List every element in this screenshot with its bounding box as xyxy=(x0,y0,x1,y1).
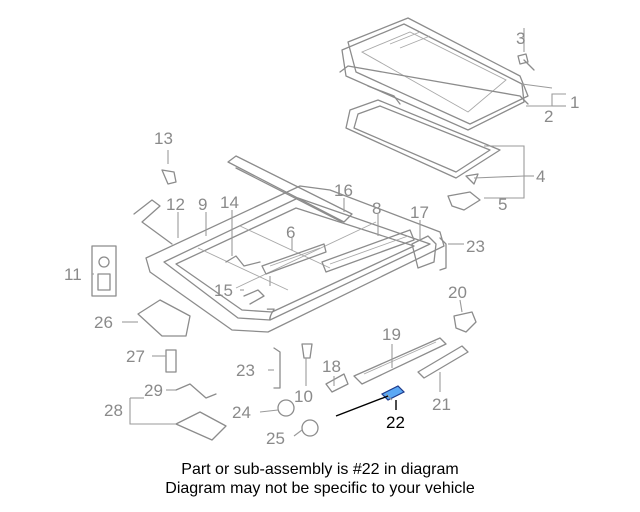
bracket-17[interactable] xyxy=(411,235,437,269)
hose-15[interactable] xyxy=(243,289,265,305)
callout-6: 6 xyxy=(286,223,295,242)
callout-24: 24 xyxy=(232,403,251,422)
highlighted-part-22[interactable] xyxy=(380,385,406,401)
callout-22: 22 xyxy=(386,413,405,432)
cable-29[interactable] xyxy=(175,383,217,399)
callout-29: 29 xyxy=(144,381,163,400)
callout-15: 15 xyxy=(214,281,233,300)
clip-4[interactable] xyxy=(465,173,479,185)
callout-23-upper: 23 xyxy=(466,237,485,256)
glass-seal[interactable] xyxy=(339,65,529,105)
callout-2: 2 xyxy=(544,107,553,126)
callout-26: 26 xyxy=(94,313,113,332)
callout-11: 11 xyxy=(64,265,82,284)
info-banner: Part or sub-assembly is #22 in diagram D… xyxy=(17,458,623,503)
callout-17: 17 xyxy=(410,203,429,222)
callout-23-lower: 23 xyxy=(236,361,255,380)
drain-hose-12[interactable] xyxy=(133,199,173,245)
callout-27: 27 xyxy=(126,347,145,366)
callout-8: 8 xyxy=(372,199,381,218)
plug-18[interactable] xyxy=(325,373,349,393)
callout-1: 1 xyxy=(570,93,579,112)
callout-3: 3 xyxy=(516,29,525,48)
callout-7: 7 xyxy=(266,305,275,324)
glass-panel[interactable] xyxy=(341,17,529,131)
sunroof-parts-diagram: 1 2 3 4 5 6 7 8 9 10 11 12 13 14 15 16 1… xyxy=(64,17,579,448)
grommet-11[interactable] xyxy=(91,245,117,297)
callout-19: 19 xyxy=(382,325,401,344)
crank-handle-28[interactable] xyxy=(175,411,227,441)
rail-16[interactable] xyxy=(227,155,353,223)
callout-13: 13 xyxy=(154,129,173,148)
bracket-20[interactable] xyxy=(453,311,477,333)
callout-4: 4 xyxy=(536,167,545,186)
seal-13[interactable] xyxy=(161,169,177,185)
callout-28: 28 xyxy=(104,401,123,420)
screw-27[interactable] xyxy=(165,349,177,373)
callout-18: 18 xyxy=(322,357,341,376)
guide-rail-8[interactable] xyxy=(321,229,415,273)
deflector-frame[interactable] xyxy=(345,99,501,179)
callout-21: 21 xyxy=(432,395,451,414)
screw-10[interactable] xyxy=(301,343,313,359)
lever-19[interactable] xyxy=(353,337,447,385)
leader-lines xyxy=(92,28,566,437)
plate-25[interactable] xyxy=(301,419,319,437)
motor-26[interactable] xyxy=(137,299,191,337)
callout-5: 5 xyxy=(498,195,507,214)
bracket-5[interactable] xyxy=(447,191,481,211)
callout-12: 12 xyxy=(166,195,185,214)
callout-16: 16 xyxy=(334,181,353,200)
guide-rail-6[interactable] xyxy=(261,243,327,275)
banner-line-1: Part or sub-assembly is #22 in diagram xyxy=(181,461,459,478)
knob-24[interactable] xyxy=(277,399,295,417)
drain-hose-23a[interactable] xyxy=(439,237,447,271)
callout-25: 25 xyxy=(266,429,285,448)
callout-9: 9 xyxy=(198,195,207,214)
callout-20: 20 xyxy=(448,283,467,302)
sunroof-frame[interactable] xyxy=(145,185,445,333)
callout-labels: 1 2 3 4 5 6 7 8 9 10 11 12 13 14 15 16 1… xyxy=(64,29,579,448)
cable-14[interactable] xyxy=(225,255,261,267)
drain-hose-23b[interactable] xyxy=(273,347,281,389)
banner-line-2: Diagram may not be specific to your vehi… xyxy=(165,480,475,497)
callout-14: 14 xyxy=(220,193,239,212)
link-21[interactable] xyxy=(417,345,469,379)
callout-10: 10 xyxy=(294,387,313,406)
screw-3[interactable] xyxy=(517,53,535,71)
